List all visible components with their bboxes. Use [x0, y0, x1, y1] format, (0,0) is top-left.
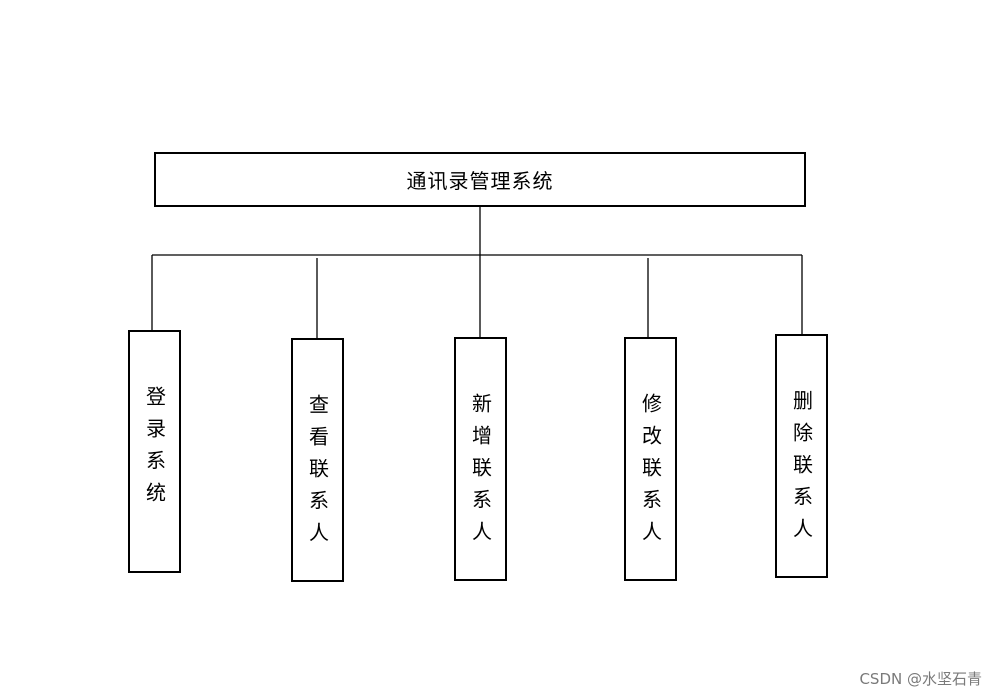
root-node: 通讯录管理系统: [154, 152, 806, 207]
watermark-text: CSDN @水坚石青: [859, 670, 982, 688]
child-node-add-contact: 新增联系人: [454, 337, 507, 581]
child-node-label: 新增联系人: [468, 393, 493, 553]
child-node-login: 登录系统: [128, 330, 181, 573]
child-node-delete-contact: 删除联系人: [775, 334, 828, 578]
child-node-view-contacts: 查看联系人: [291, 338, 344, 582]
child-node-label: 删除联系人: [789, 390, 814, 550]
child-node-label: 修改联系人: [638, 393, 663, 553]
child-node-label: 登录系统: [142, 386, 167, 514]
child-node-edit-contact: 修改联系人: [624, 337, 677, 581]
root-node-label: 通讯录管理系统: [406, 169, 554, 193]
child-node-label: 查看联系人: [305, 394, 330, 554]
